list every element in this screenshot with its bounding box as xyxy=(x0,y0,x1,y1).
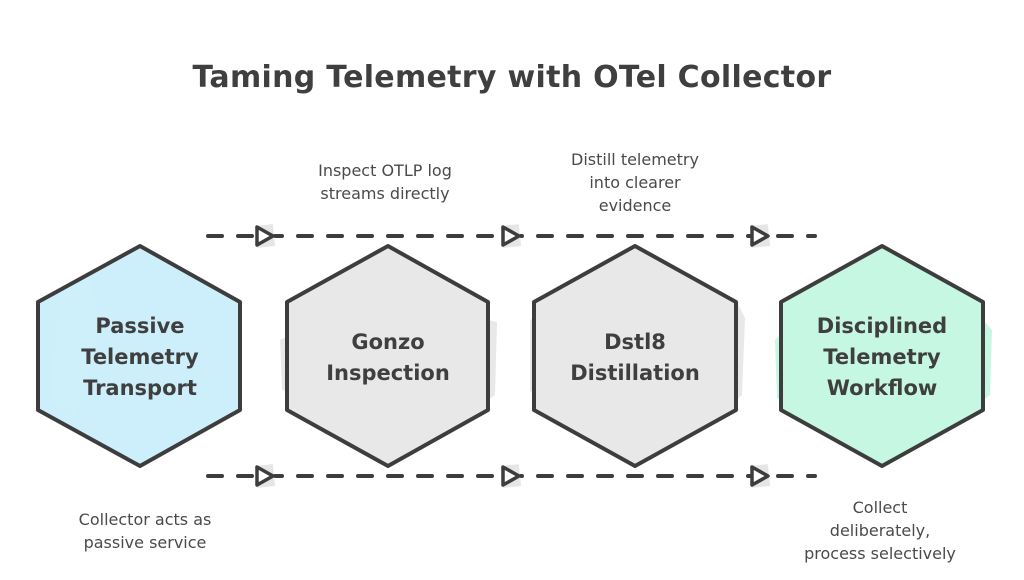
note-line: passive service xyxy=(83,533,207,552)
stage-label-line: Disciplined xyxy=(816,314,948,338)
diagram-title: Taming Telemetry with OTel Collector xyxy=(192,60,832,95)
note-collector-passive: Collector acts as passive service xyxy=(50,508,240,554)
note-line: Distill telemetry xyxy=(571,150,699,169)
note-line: process selectively xyxy=(804,544,956,563)
hexagon-disciplined-telemetry-workflow[interactable] xyxy=(775,244,992,468)
stage-label-passive-telemetry-transport: Passive Telemetry Transport xyxy=(50,311,230,404)
note-line: streams directly xyxy=(320,184,450,203)
stage-label-line: Dstl8 xyxy=(604,330,666,354)
triangle-arrow-right-icon xyxy=(254,464,276,488)
stage-label-line: Workflow xyxy=(826,376,938,400)
triangle-arrow-right-icon xyxy=(749,224,771,248)
note-collect-deliberately: Collect deliberately, process selectivel… xyxy=(780,496,980,565)
note-line: deliberately, xyxy=(829,521,931,540)
note-distill-telemetry: Distill telemetry into clearer evidence xyxy=(540,148,730,217)
stage-label-line: Inspection xyxy=(326,361,450,385)
stage-label-gonzo-inspection: Gonzo Inspection xyxy=(298,327,478,389)
triangle-arrow-right-icon xyxy=(749,464,771,488)
triangle-arrow-right-icon xyxy=(500,224,522,248)
note-line: evidence xyxy=(598,196,672,215)
stage-label-disciplined-telemetry-workflow: Disciplined Telemetry Workflow xyxy=(784,311,980,404)
hexagon-dstl8-distillation[interactable] xyxy=(530,244,745,468)
stage-label-line: Passive xyxy=(95,314,185,338)
stage-label-line: Telemetry xyxy=(823,345,941,369)
stage-label-line: Transport xyxy=(83,376,197,400)
note-line: Inspect OTLP log xyxy=(318,161,452,180)
stage-label-line: Distillation xyxy=(570,361,700,385)
note-line: Collector acts as xyxy=(78,510,212,529)
triangle-arrow-right-icon xyxy=(254,224,276,248)
triangle-arrow-right-icon xyxy=(500,464,522,488)
stage-label-line: Gonzo xyxy=(351,330,425,354)
hexagon-passive-telemetry-transport[interactable] xyxy=(36,244,242,468)
note-line: Collect xyxy=(852,498,908,517)
note-inspect-otlp: Inspect OTLP log streams directly xyxy=(290,159,480,205)
hexagon-gonzo-inspection[interactable] xyxy=(280,244,497,468)
stage-label-dstl8-distillation: Dstl8 Distillation xyxy=(545,327,725,389)
stage-label-line: Telemetry xyxy=(81,345,199,369)
note-line: into clearer xyxy=(589,173,681,192)
